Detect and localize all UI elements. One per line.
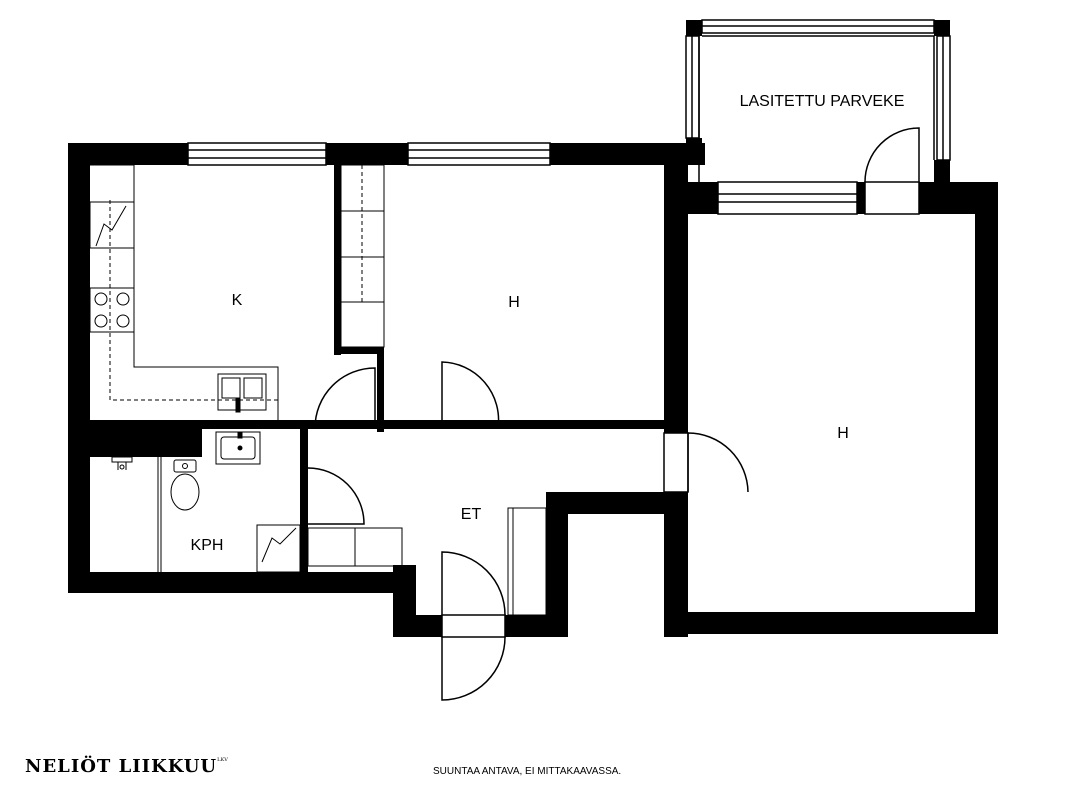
- exterior-walls: [68, 20, 998, 637]
- wall-corridor-top: [90, 420, 665, 429]
- toilet-icon: [170, 459, 200, 511]
- wall-entry-bottom-left: [393, 615, 442, 637]
- room-labels: K H H KPH ET LASITETTU PARVEKE: [191, 93, 905, 554]
- room-label-kitchen: K: [232, 292, 243, 309]
- wall-bath-right: [300, 428, 308, 573]
- wall-bottom-left: [68, 572, 416, 593]
- window-bedroom-1: [407, 142, 551, 166]
- wall-br2-top-mid: [857, 182, 865, 214]
- windows: [187, 142, 858, 215]
- room-label-bedroom-1: H: [508, 294, 520, 311]
- door-bedroom-1: [441, 361, 500, 429]
- disclaimer-text: SUUNTAA ANTAVA, EI MITTAKAAVASSA.: [433, 766, 622, 777]
- doors: [307, 127, 920, 701]
- wall-br2-right: [975, 182, 998, 634]
- wall-bath-top: [90, 420, 202, 457]
- brand-name: NELIÖT LIIKKUU: [25, 756, 218, 777]
- brand-mark: LKV: [217, 757, 228, 763]
- wall-closet-right: [546, 492, 568, 637]
- wall-step-h: [334, 347, 384, 354]
- room-label-balcony: LASITETTU PARVEKE: [740, 93, 905, 110]
- wall-br2-top-left: [688, 182, 718, 214]
- wall-top-left: [68, 143, 188, 165]
- room-label-hall: ET: [461, 506, 482, 523]
- door-balcony: [864, 127, 920, 215]
- wall-left: [68, 143, 90, 593]
- hall-closet: [307, 507, 547, 616]
- wall-right-upper: [664, 143, 688, 433]
- kitchen-sink-icon: [217, 373, 267, 411]
- wall-br2-bottom: [667, 612, 998, 634]
- balcony-post-bl: [686, 138, 702, 150]
- door-entrance: [441, 551, 506, 701]
- window-kitchen: [187, 142, 327, 166]
- bathroom-fixtures: [111, 431, 301, 573]
- wall-kitchen-bedroom: [334, 165, 341, 355]
- balcony-post-tr: [934, 20, 950, 36]
- room-label-bedroom-2: H: [837, 425, 849, 442]
- wardrobe: [340, 164, 385, 348]
- fixtures: [89, 164, 547, 616]
- wall-closet-top: [546, 492, 667, 514]
- balcony-post-tl: [686, 20, 702, 36]
- wall-top-mid: [326, 143, 408, 165]
- glazed-balcony: [685, 19, 951, 182]
- door-bathroom: [307, 467, 365, 525]
- stove-icon: [89, 287, 135, 333]
- room-label-bathroom: KPH: [191, 537, 224, 554]
- balcony-post-br: [934, 160, 950, 182]
- door-bedroom-2: [663, 432, 749, 493]
- window-bedroom-2: [717, 181, 858, 215]
- shower-icon: [111, 456, 133, 470]
- brand-logo: NELIÖT LIIKKUULKV: [25, 756, 228, 777]
- kitchen-counter: [89, 164, 279, 420]
- wall-step-v: [377, 347, 384, 432]
- door-kitchen: [314, 367, 376, 429]
